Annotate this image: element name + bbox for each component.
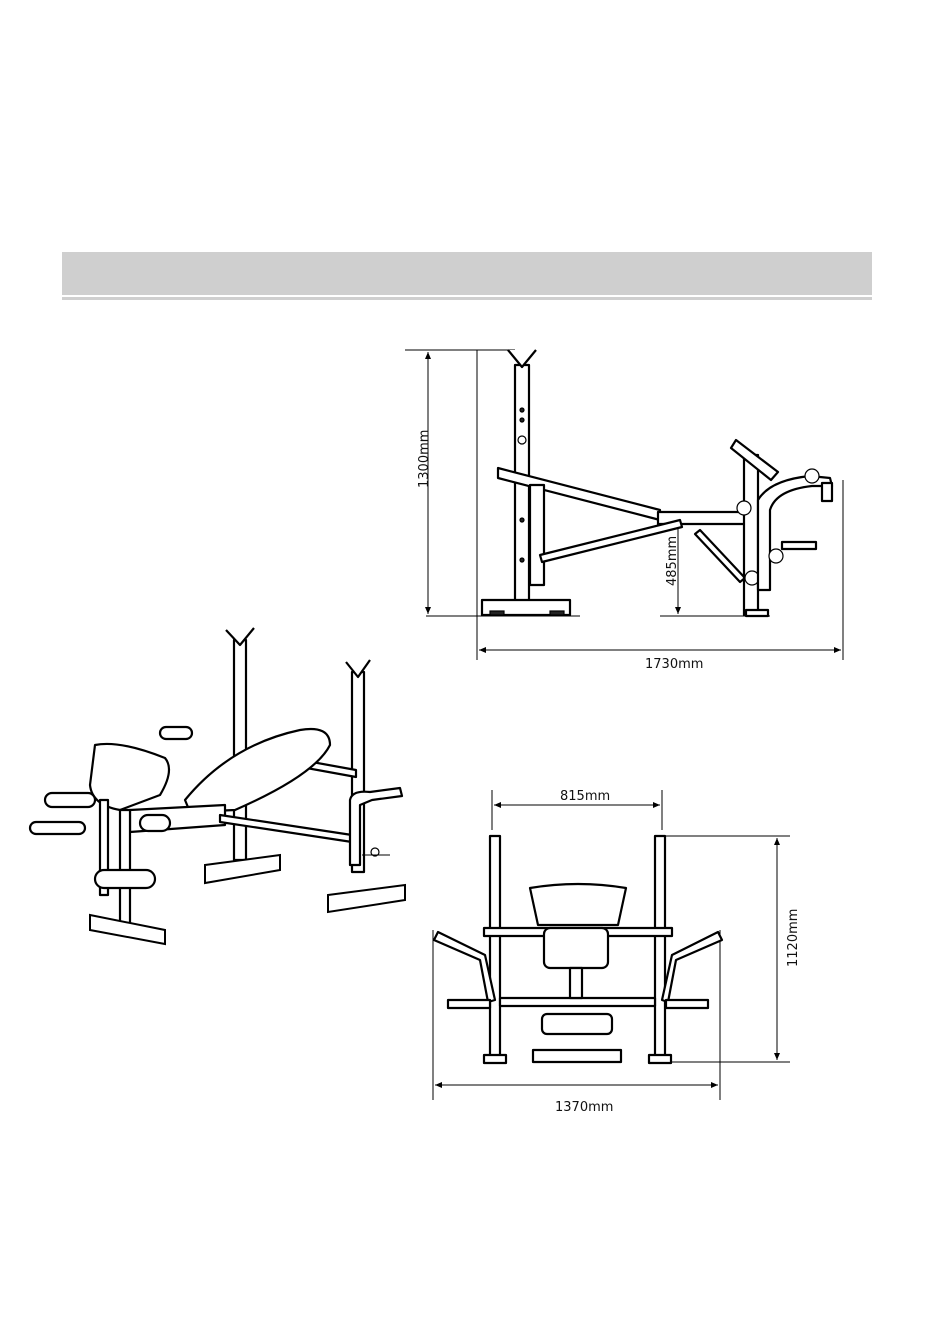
length-dimension-label: 1730mm	[645, 657, 703, 672]
inner-width-dimension-label: 815mm	[560, 789, 610, 804]
height-dimension-label: 1300mm	[417, 430, 432, 488]
overall-width-dimension-label: 1370mm	[555, 1100, 613, 1115]
side-view-drawing	[405, 350, 843, 660]
front-view-drawing	[433, 790, 790, 1100]
seat-height-dimension-label: 485mm	[665, 536, 680, 586]
isometric-view-drawing	[30, 628, 405, 944]
depth-dimension-label: 1120mm	[786, 909, 801, 967]
